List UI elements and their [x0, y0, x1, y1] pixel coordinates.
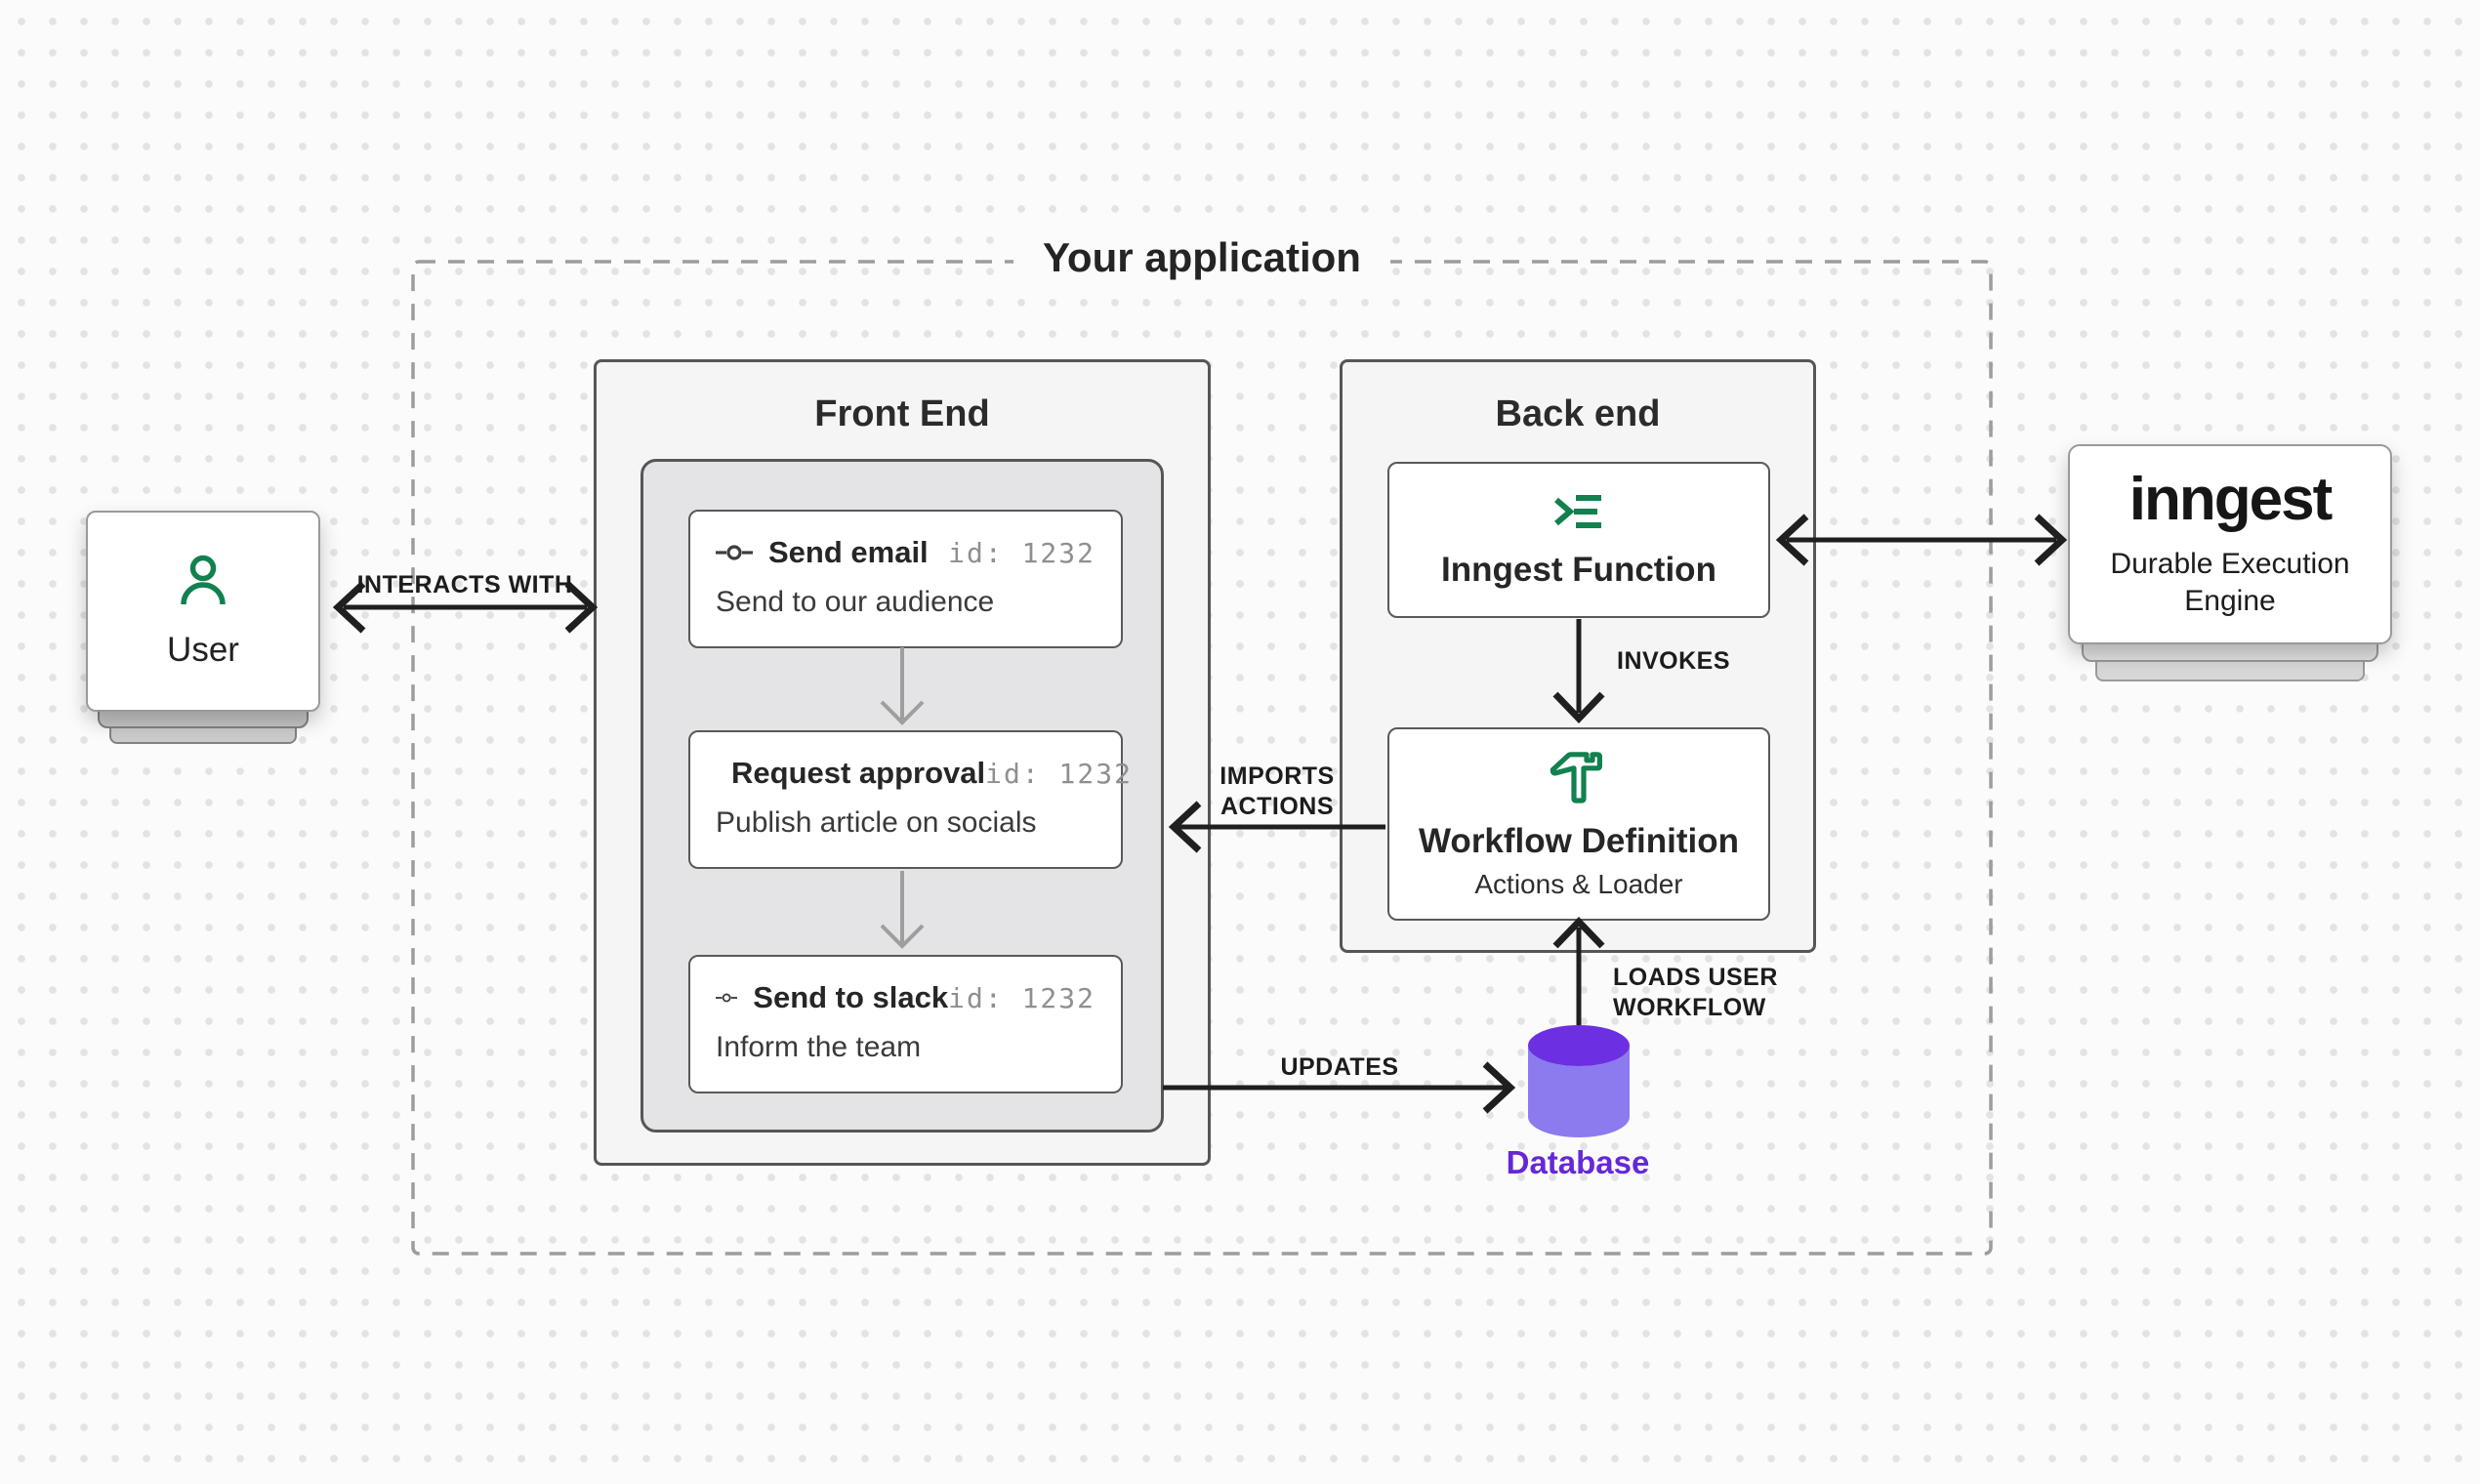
step-title: Send email — [768, 535, 929, 569]
user-icon — [181, 555, 226, 605]
workflow-step-card: Send email id: 1232 Send to our audience — [688, 510, 1123, 648]
user-label: User — [167, 631, 239, 669]
step-id: id: 1232 — [948, 981, 1095, 1014]
workflow-steps-container: Send email id: 1232 Send to our audience… — [641, 459, 1164, 1133]
commit-step-icon — [716, 545, 753, 560]
backend-inngest-arrow — [1775, 514, 2068, 566]
workflow-definition-node: Workflow Definition Actions & Loader — [1387, 727, 1770, 921]
workflow-definition-label: Workflow Definition — [1419, 822, 1739, 860]
loads-user-workflow-label: LOADS USER WORKFLOW — [1613, 963, 1778, 1023]
workflow-definition-sublabel: Actions & Loader — [1474, 869, 1683, 899]
interacts-with-label: INTERACTS WITH — [356, 571, 573, 598]
imports-actions-label: IMPORTS ACTIONS — [1201, 762, 1353, 822]
step-id: id: 1232 — [948, 536, 1095, 569]
database-label: Database — [1506, 1144, 1650, 1180]
backend-panel: Back end Inngest Function Workflow Defin… — [1340, 359, 1816, 953]
step-description: Send to our audience — [716, 586, 995, 618]
step-description: Inform the team — [716, 1031, 922, 1063]
inngest-function-label: Inngest Function — [1441, 551, 1716, 589]
imports-actions-line2: ACTIONS — [1220, 793, 1334, 820]
imports-actions-line1: IMPORTS — [1219, 763, 1335, 790]
workflow-step-card: Request approval id: 1232 Publish articl… — [688, 730, 1131, 869]
step-description: Publish article on socials — [716, 806, 1037, 839]
backend-panel-title: Back end — [1495, 393, 1661, 434]
step-title: Request approval — [731, 756, 986, 790]
application-frame-title: Your application — [1013, 234, 1390, 281]
database-node — [1528, 1025, 1630, 1138]
inngest-sublabel: Durable Execution Engine — [2110, 548, 2350, 617]
commit-step-icon — [716, 993, 738, 1003]
frontend-panel-title: Front End — [814, 393, 990, 434]
invokes-label: INVOKES — [1617, 647, 1731, 675]
database-cylinder-icon — [1528, 1025, 1630, 1137]
workflow-step-card: Send to slack id: 1232 Inform the team — [688, 955, 1123, 1093]
inngest-logo: inngest — [2129, 466, 2333, 533]
loads-user-workflow-line2: WORKFLOW — [1613, 994, 1766, 1021]
inngest-function-node: Inngest Function — [1387, 462, 1770, 618]
hammer-icon — [1550, 752, 1602, 804]
loads-user-workflow-line1: LOADS USER — [1613, 964, 1778, 991]
step-id: id: 1232 — [985, 757, 1133, 790]
step-title: Send to slack — [753, 980, 949, 1014]
updates-label: UPDATES — [1280, 1053, 1399, 1081]
frontend-panel: Front End Send email id: 1232 Send to ou… — [594, 359, 1211, 1166]
inngest-engine-node: inngest Durable Execution Engine — [2068, 444, 2392, 644]
terminal-prompt-icon — [1554, 495, 1601, 528]
user-node: User — [86, 511, 320, 712]
